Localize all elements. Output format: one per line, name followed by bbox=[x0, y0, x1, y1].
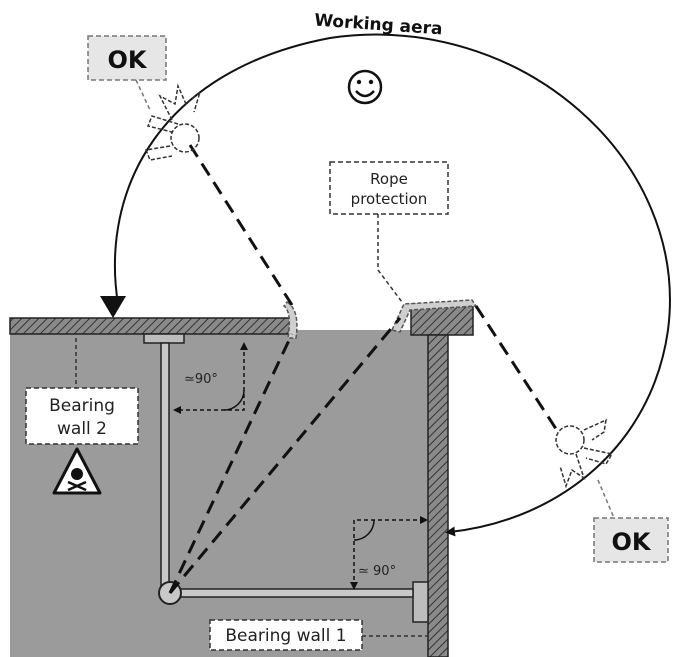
ok-top-leader bbox=[135, 79, 151, 111]
worker-top-left-icon bbox=[144, 83, 202, 161]
angle-bottom-label: ≃ 90° bbox=[358, 564, 396, 579]
angle-top-arrow-up bbox=[240, 342, 248, 350]
angle-top-arrow-left bbox=[173, 406, 181, 414]
bearing-wall-2-line1: Bearing bbox=[49, 396, 115, 416]
rope-protection-line2: protection bbox=[351, 190, 428, 208]
angle-bottom-arrow-right bbox=[420, 516, 428, 524]
anchor-plate-right bbox=[412, 581, 429, 623]
bearing-wall-1-text: Bearing wall 1 bbox=[225, 626, 346, 646]
rope-line-inner-2 bbox=[168, 317, 402, 594]
angle-indicator-top bbox=[176, 345, 245, 411]
ok-right-text: OK bbox=[612, 528, 652, 556]
bearing-wall-1-column bbox=[427, 334, 449, 657]
angle-arc-top bbox=[223, 389, 245, 411]
ok-right-leader bbox=[597, 479, 615, 519]
rope-line-top-left bbox=[188, 144, 294, 306]
skull-crossbones-warning-icon bbox=[52, 447, 102, 495]
ok-badge-right: OK bbox=[593, 517, 669, 563]
anchor-bar-vertical bbox=[160, 342, 170, 594]
angle-top-label: ≃90° bbox=[184, 372, 218, 387]
bearing-wall-2-label: Bearing wall 2 bbox=[25, 387, 139, 445]
anchor-bar-horizontal bbox=[169, 588, 414, 598]
ok-badge-top: OK bbox=[87, 35, 167, 81]
rope-protection-leader bbox=[377, 214, 403, 303]
ok-top-text: OK bbox=[108, 46, 148, 74]
angle-bottom-arrow-down bbox=[350, 582, 358, 590]
smiley-face-icon bbox=[347, 69, 383, 105]
top-slab bbox=[9, 317, 293, 335]
rope-protection-pad-left bbox=[282, 301, 298, 339]
rope-line-inner-1 bbox=[168, 333, 294, 594]
rope-line-right bbox=[474, 305, 562, 436]
angle-arc-bottom bbox=[353, 519, 375, 541]
rope-protection-label: Rope protection bbox=[329, 161, 449, 215]
bearing-wall-1-label: Bearing wall 1 bbox=[209, 619, 363, 651]
anchor-plate-top bbox=[143, 333, 185, 344]
bearing-wall-2-line2: wall 2 bbox=[57, 419, 107, 439]
angle-indicator-bottom bbox=[353, 519, 424, 586]
rope-protection-line1: Rope bbox=[370, 170, 408, 188]
worker-right-icon bbox=[555, 418, 614, 489]
arc-arrow-left bbox=[100, 296, 126, 318]
